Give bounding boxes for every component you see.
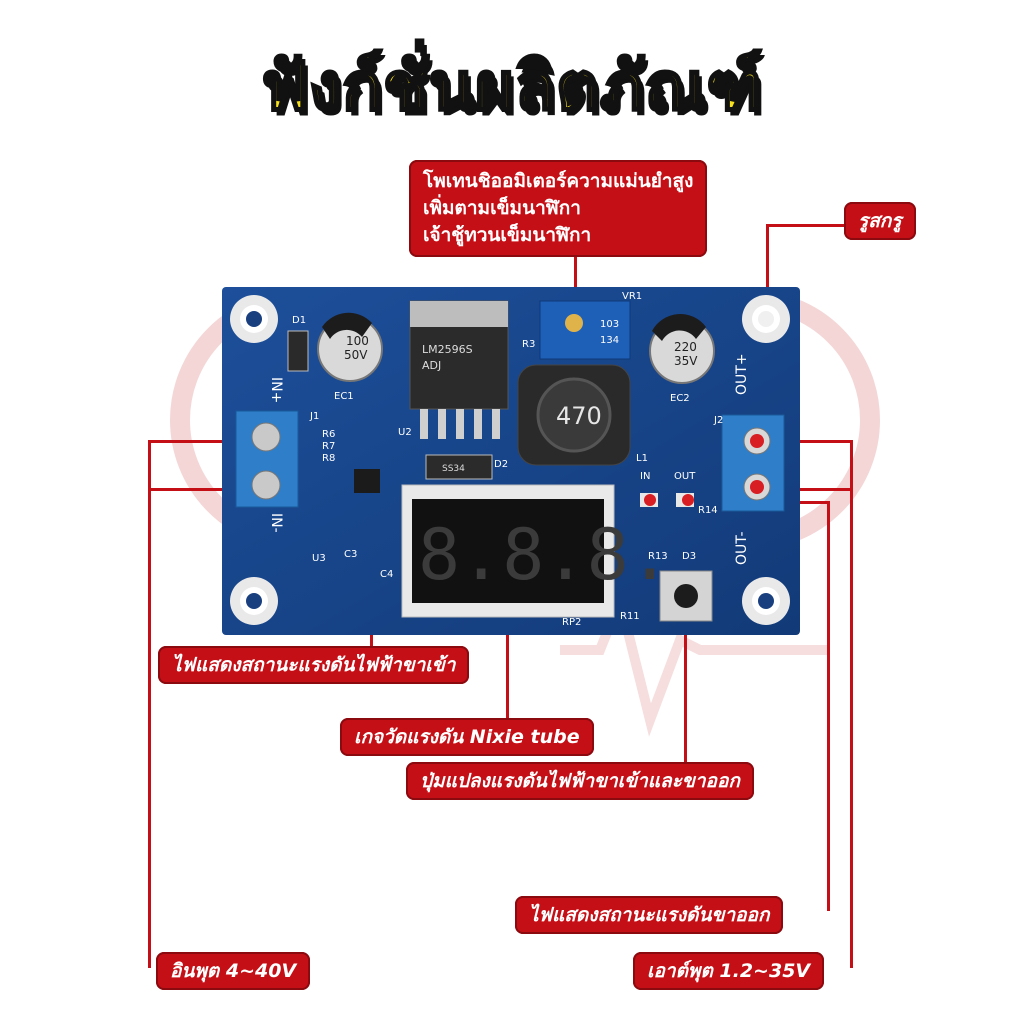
line-in-bot [148, 488, 268, 491]
r11-label: R11 [620, 611, 640, 622]
trimpot [539, 300, 631, 360]
line-out-bot [760, 488, 852, 491]
trimpot-134: 134 [600, 335, 619, 346]
line-out-v [850, 440, 853, 968]
input-led [354, 469, 380, 493]
ic-part: LM2596S [422, 343, 473, 356]
u2-label: U2 [398, 427, 412, 438]
rp2-label: RP2 [562, 617, 581, 628]
r7-label: R7 [322, 441, 335, 452]
output-indicator-callout: ไฟแสดงสถานะแรงดันขาออก [515, 896, 784, 934]
diode-d1 [287, 330, 309, 372]
line-in-v [148, 440, 151, 968]
r8-label: R8 [322, 453, 335, 464]
cap2-value: 220 [674, 340, 697, 354]
button-callout: ปุ่มแปลงแรงดันไฟฟ้าขาเข้าและขาออก [406, 762, 754, 800]
vr1-label: VR1 [622, 291, 642, 302]
line-in-top [148, 440, 268, 443]
potentiometer-line-3: เจ้าชู้ทวนเข็มนาฬิกา [423, 224, 592, 246]
r3-label: R3 [522, 339, 535, 350]
potentiometer-callout: โพเทนชิออมิเตอร์ความแม่นยำสูง เพิ่มตามเข… [409, 160, 708, 257]
d2-label: D2 [494, 459, 508, 470]
screw-hole-callout: รูสกรู [844, 202, 916, 240]
c4-label: C4 [380, 569, 393, 580]
in-led-label: IN [640, 471, 650, 482]
line-out-top [760, 440, 852, 443]
output-range-callout: เอาต์พุต 1.2~35V [633, 952, 825, 990]
c3-label: C3 [344, 549, 357, 560]
potentiometer-line-1: โพเทนชิออมิเตอร์ความแม่นยำสูง [423, 170, 694, 192]
ss34-label: SS34 [442, 464, 465, 474]
r13-label: R13 [648, 551, 668, 562]
potentiometer-line-2: เพิ่มตามเข็มนาฬิกา [423, 197, 581, 219]
input-range-callout: อินพุต 4~40V [156, 952, 311, 990]
line-hole-v [766, 224, 769, 319]
ec1-label: EC1 [334, 391, 354, 402]
r6-label: R6 [322, 429, 335, 440]
out-plus-label: OUT+ [734, 353, 750, 395]
l1-label: L1 [636, 453, 648, 464]
mounting-hole [742, 577, 790, 625]
out-minus-label: OUT- [734, 531, 750, 565]
ic-adj: ADJ [422, 359, 441, 372]
mounting-hole [230, 577, 278, 625]
d1-label: D1 [292, 315, 306, 326]
cap2-text: 35V [674, 354, 698, 368]
voltmeter-callout: เกจวัดแรงดัน Nixie tube [340, 718, 594, 756]
j2-label: J2 [713, 415, 723, 426]
r14-label: R14 [698, 505, 718, 516]
mounting-hole [230, 295, 278, 343]
line-button-v [684, 610, 687, 775]
mounting-hole [742, 295, 790, 343]
d3-label: D3 [682, 551, 696, 562]
trimpot-103: 103 [600, 319, 619, 330]
line-meter-v [506, 598, 509, 718]
in-minus-label: IN- [268, 513, 284, 533]
line-hole-h [766, 224, 846, 227]
line-outled-v [827, 501, 830, 911]
j1-label: J1 [309, 411, 319, 422]
input-indicator-callout: ไฟแสดงสถานะแรงดันไฟฟ้าขาเข้า [158, 646, 470, 684]
page-title: ฟังก์ชั่นผลิตภัณฑ์ [260, 47, 763, 127]
cap1-text: 50V [344, 348, 368, 362]
inductor-value: 470 [556, 402, 602, 430]
out-led-label: OUT [674, 471, 696, 482]
display-digits: 8.8.8. [418, 514, 671, 596]
cap1-value: 100 [346, 334, 369, 348]
pcb-board: 50V 100 EC1 220 35V EC2 LM2596S ADJ U2 4… [222, 287, 800, 635]
u3-label: U3 [312, 553, 326, 564]
diode-d2 [425, 454, 493, 480]
in-plus-label: IN+ [268, 377, 284, 403]
ec2-label: EC2 [670, 393, 690, 404]
